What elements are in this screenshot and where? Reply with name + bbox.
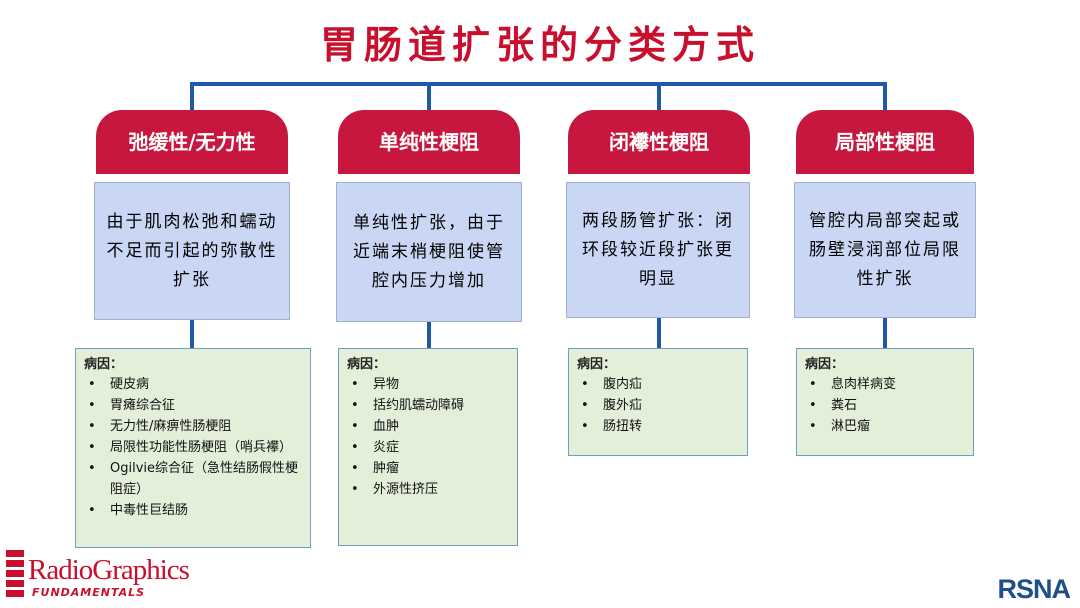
cause-item: 粪石 — [805, 395, 965, 416]
cause-item: 硬皮病 — [84, 374, 302, 395]
cause-item: 括约肌蠕动障碍 — [347, 395, 509, 416]
causes-box: 病因： 硬皮病胃瘫综合征无力性/麻痹性肠梗阻局限性功能性肠梗阻（哨兵襻）Ogilv… — [75, 348, 311, 548]
page-title: 胃肠道扩张的分类方式 — [319, 23, 760, 67]
cause-item: 血肿 — [347, 416, 509, 437]
cause-item: 无力性/麻痹性肠梗阻 — [84, 416, 302, 437]
radiographics-stripes-icon — [6, 550, 24, 597]
cause-item: 淋巴瘤 — [805, 416, 965, 437]
cause-item: 腹外疝 — [577, 395, 739, 416]
column-description: 管腔内局部突起或肠壁浸润部位局限性扩张 — [794, 182, 976, 318]
cause-item: 外源性挤压 — [347, 479, 509, 500]
cause-item: 腹内疝 — [577, 374, 739, 395]
column-description: 由于肌肉松弛和蠕动不足而引起的弥散性扩张 — [94, 182, 290, 320]
cause-item: 胃瘫综合征 — [84, 395, 302, 416]
column-header: 闭襻性梗阻 — [568, 110, 750, 174]
rsna-logo: RSNA — [997, 574, 1071, 604]
column-header: 弛缓性/无力性 — [96, 110, 288, 174]
cause-item: 局限性功能性肠梗阻（哨兵襻） — [84, 437, 302, 458]
cause-item: 炎症 — [347, 437, 509, 458]
causes-label: 病因： — [805, 357, 845, 372]
cause-item: 息肉样病变 — [805, 374, 965, 395]
column-description: 两段肠管扩张：闭环段较近段扩张更明显 — [566, 182, 750, 318]
cause-item: 肿瘤 — [347, 458, 509, 479]
cause-item: 异物 — [347, 374, 509, 395]
column-description: 单纯性扩张，由于近端末梢梗阻使管腔内压力增加 — [336, 182, 522, 322]
causes-box: 病因： 异物括约肌蠕动障碍血肿炎症肿瘤外源性挤压 — [338, 348, 518, 546]
cause-item: Ogilvie综合征（急性结肠假性梗阻症） — [84, 458, 302, 500]
radiographics-wordmark: RadioGraphics — [28, 554, 190, 586]
causes-box: 病因： 息肉样病变粪石淋巴瘤 — [796, 348, 974, 456]
cause-item: 肠扭转 — [577, 416, 739, 437]
causes-box: 病因： 腹内疝腹外疝肠扭转 — [568, 348, 748, 456]
column-header: 局部性梗阻 — [796, 110, 974, 174]
causes-list: 腹内疝腹外疝肠扭转 — [577, 374, 739, 437]
causes-list: 息肉样病变粪石淋巴瘤 — [805, 374, 965, 437]
radiographics-logo: RadioGraphics FUNDAMENTALS — [4, 548, 234, 600]
causes-list: 硬皮病胃瘫综合征无力性/麻痹性肠梗阻局限性功能性肠梗阻（哨兵襻）Ogilvie综… — [84, 374, 302, 521]
causes-list: 异物括约肌蠕动障碍血肿炎症肿瘤外源性挤压 — [347, 374, 509, 500]
cause-item: 中毒性巨结肠 — [84, 500, 302, 521]
causes-label: 病因： — [84, 357, 124, 372]
column-header: 单纯性梗阻 — [338, 110, 520, 174]
causes-label: 病因： — [577, 357, 617, 372]
radiographics-subtitle: FUNDAMENTALS — [32, 586, 146, 599]
causes-label: 病因： — [347, 357, 387, 372]
